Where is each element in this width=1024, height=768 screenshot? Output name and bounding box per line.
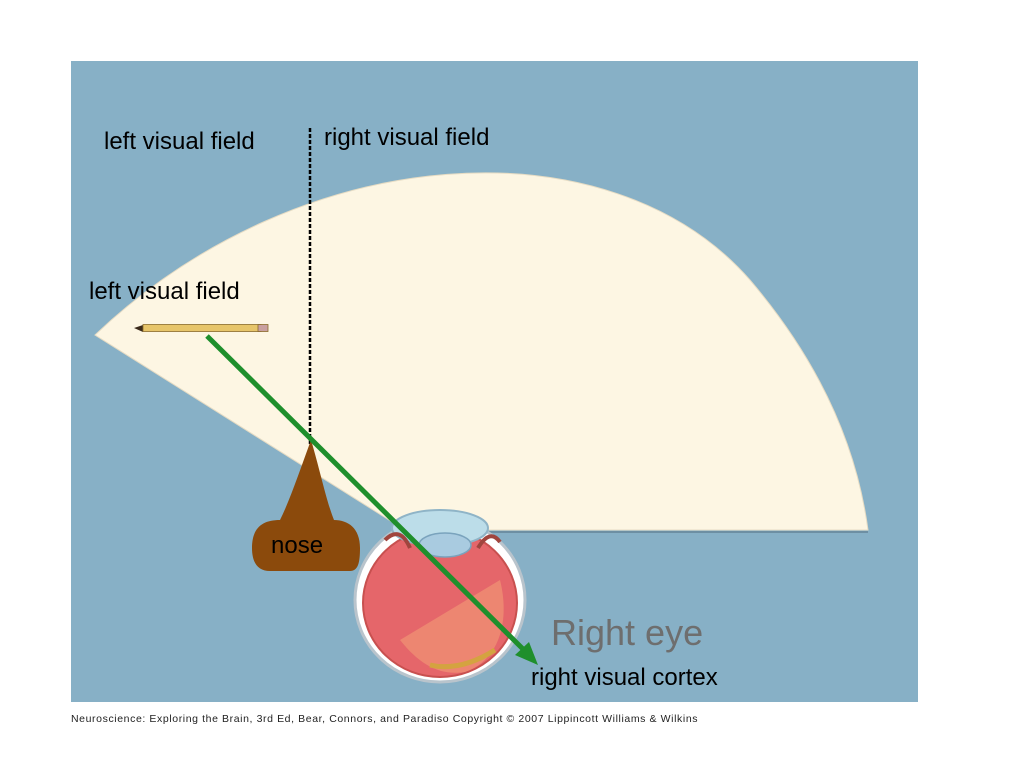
pencil-icon: [134, 324, 269, 332]
nose-label: nose: [271, 532, 324, 559]
right-eye-label: Right eye: [551, 612, 704, 653]
nose-shape: [252, 440, 360, 571]
right-visual-field-label: right visual field: [324, 124, 490, 151]
left-visual-field-label: left visual field: [104, 128, 255, 155]
right-visual-cortex-label: right visual cortex: [531, 664, 718, 691]
visual-field-wedge: [94, 172, 869, 531]
left-visual-field-object-label: left visual field: [89, 278, 240, 305]
copyright-caption: Neuroscience: Exploring the Brain, 3rd E…: [71, 713, 699, 725]
visual-pathway-arrow: [205, 334, 538, 665]
right-eye-drawing: [353, 509, 527, 684]
